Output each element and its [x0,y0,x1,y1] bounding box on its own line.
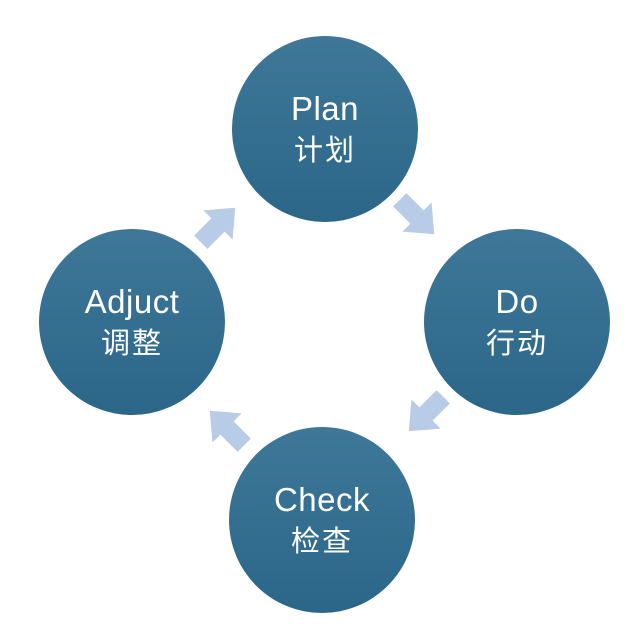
node-adjuct-label-en: Adjuct [84,283,180,320]
node-do: Do 行动 [424,229,610,415]
node-check-label-zh: 检查 [290,526,353,558]
node-do-label-zh: 行动 [485,328,548,360]
node-adjuct: Adjuct 调整 [39,229,225,415]
node-check-label-en: Check [273,481,371,518]
arrow-adjuct-to-plan-icon [194,207,236,249]
arrow-plan-to-do-shape [393,193,435,235]
node-plan: Plan 计划 [232,36,418,222]
node-plan-label-zh: 计划 [293,135,356,167]
arrow-check-to-adjuct-shape [209,410,251,452]
node-adjuct-label-zh: 调整 [100,328,163,360]
node-check: Check 检查 [229,427,415,613]
arrow-do-to-check-shape [408,390,450,432]
arrow-adjuct-to-plan-shape [194,207,236,249]
node-do-label-en: Do [495,283,539,320]
arrow-plan-to-do-icon [393,193,435,235]
arrow-do-to-check-icon [408,390,450,432]
node-plan-label-en: Plan [290,90,360,127]
arrow-check-to-adjuct-icon [209,410,251,452]
